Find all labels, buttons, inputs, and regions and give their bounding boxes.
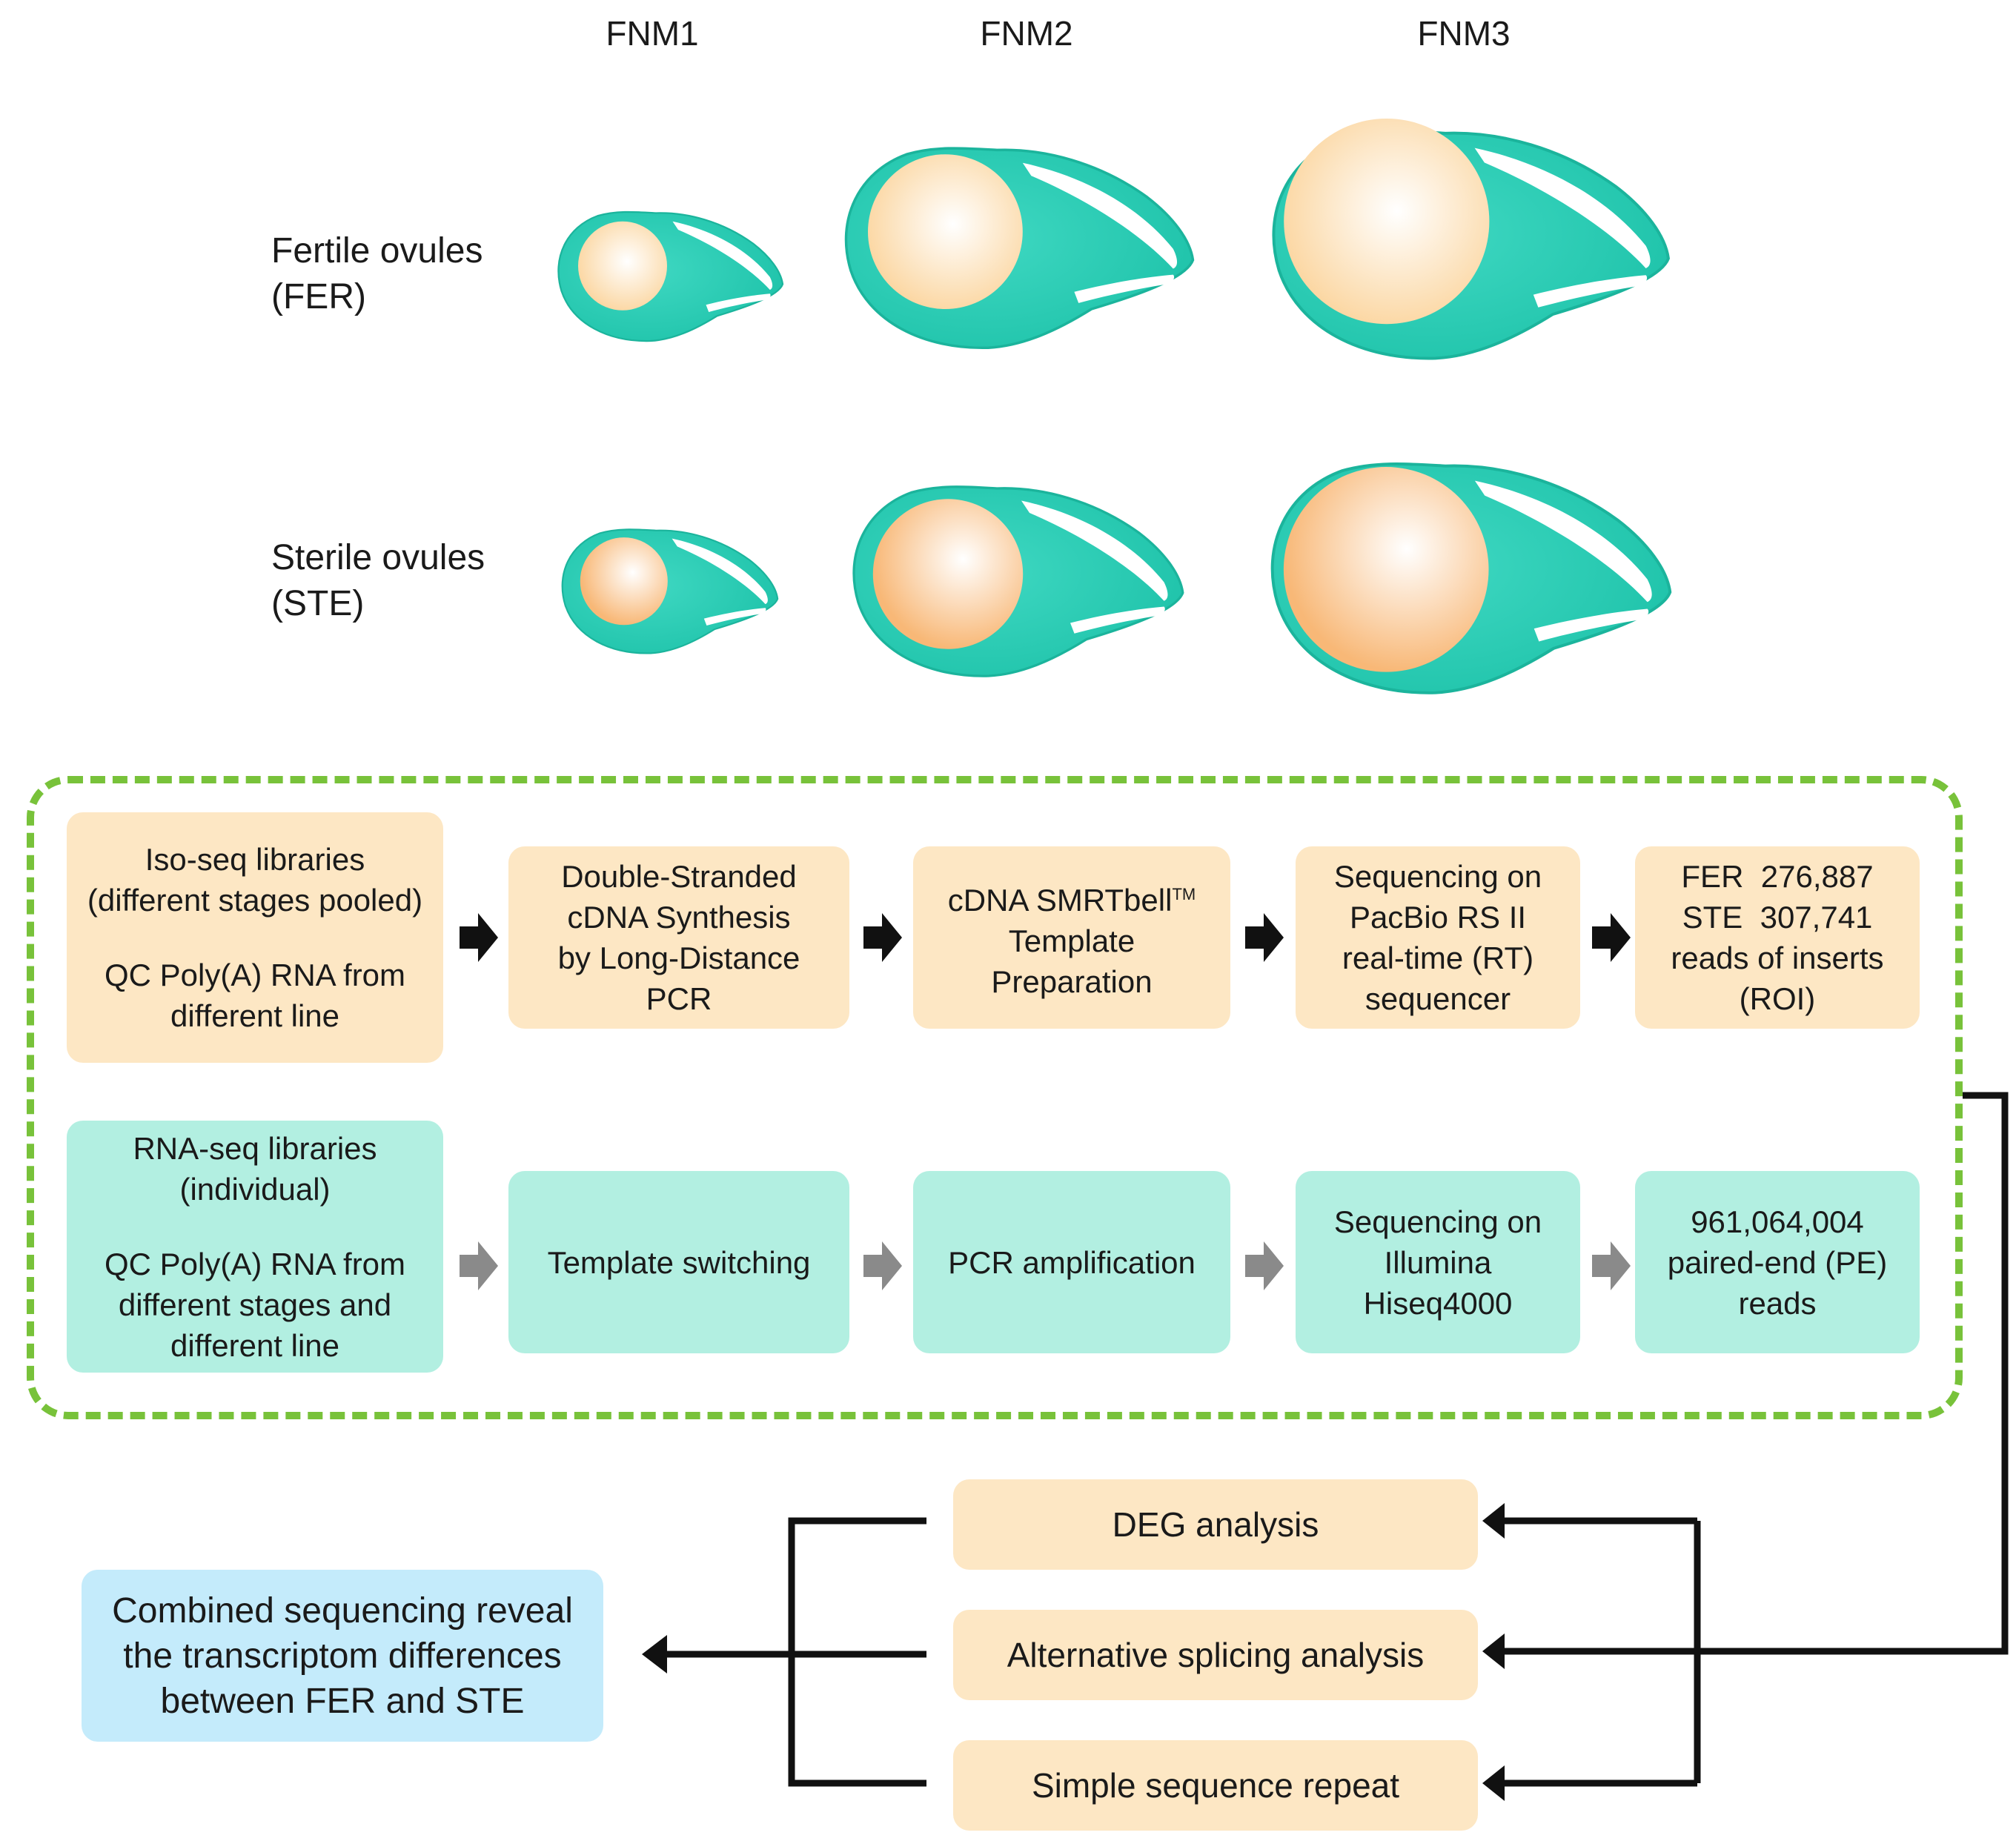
arrow-left-icon	[1482, 1765, 1505, 1801]
conclusion-box: Combined sequencing reveal the transcrip…	[82, 1570, 603, 1742]
rnaseq-libraries-box: RNA-seq libraries (individual) QC Poly(A…	[67, 1121, 443, 1373]
isoseq-libraries-box: Iso-seq libraries (different stages pool…	[67, 812, 443, 1063]
deg-analysis-box: DEG analysis	[953, 1479, 1478, 1570]
trademark-mark: TM	[1172, 884, 1196, 903]
result-ste-label: STE	[1682, 900, 1743, 935]
row-label-sterile-name: Sterile ovules	[271, 538, 485, 577]
ovule-fer-fnm2	[844, 147, 1195, 350]
analyses-arrowheads	[1482, 1503, 1505, 1801]
arrow-left-icon	[1482, 1503, 1505, 1539]
ovule-fer-fnm3	[1272, 119, 1670, 360]
analyses-to-conclusion-connector	[667, 1517, 926, 1787]
rnaseq-step-template-switching: Template switching	[508, 1171, 849, 1353]
isoseq-step-cdna-synthesis: Double-Stranded cDNA Synthesis by Long-D…	[508, 846, 849, 1029]
arrow-left-icon	[1482, 1633, 1505, 1669]
isoseq-step-pacbio: Sequencing on PacBio RS II real-time (RT…	[1296, 846, 1580, 1029]
ovule-ste-fnm2	[852, 485, 1184, 677]
result-ste-value: 307,741	[1760, 900, 1873, 935]
result-ste-line: STE 307,741	[1682, 897, 1873, 938]
row-label-sterile: Sterile ovules (STE)	[271, 535, 485, 627]
alternative-splicing-box: Alternative splicing analysis	[953, 1610, 1478, 1700]
ssr-box: Simple sequence repeat	[953, 1740, 1478, 1831]
isoseq-libraries-title: Iso-seq libraries (different stages pool…	[87, 842, 423, 918]
ovule-illustrations	[557, 119, 1672, 694]
isoseq-step-smrtbell: cDNA SMRTbellTM Template Preparation	[913, 846, 1230, 1029]
stage-label-fnm2: FNM2	[980, 14, 1073, 53]
result-fer-line: FER 276,887	[1681, 856, 1873, 897]
smrtbell-label: cDNA SMRTbell	[947, 882, 1173, 918]
result-roi-caption: reads of inserts (ROI)	[1671, 941, 1884, 1016]
stage-label-fnm1: FNM1	[606, 14, 699, 53]
result-fer-label: FER	[1681, 859, 1744, 894]
rnaseq-result-box: 961,064,004 paired-end (PE) reads	[1635, 1171, 1920, 1353]
isoseq-result-box: FER 276,887 STE 307,741 reads of inserts…	[1635, 846, 1920, 1029]
smrtbell-caption: Template Preparation	[991, 923, 1153, 999]
ovule-fer-fnm1	[557, 210, 784, 342]
row-label-fertile-abbr: (FER)	[271, 277, 366, 316]
row-label-fertile: Fertile ovules (FER)	[271, 228, 483, 320]
ovule-ste-fnm3	[1270, 462, 1672, 694]
isoseq-libraries-detail: QC Poly(A) RNA from different line	[104, 958, 406, 1033]
rnaseq-libraries-detail: QC Poly(A) RNA from different stages and…	[104, 1246, 406, 1363]
stage-label-fnm3: FNM3	[1417, 14, 1511, 53]
rnaseq-step-illumina: Sequencing on Illumina Hiseq4000	[1296, 1171, 1580, 1353]
row-label-sterile-abbr: (STE)	[271, 584, 365, 623]
result-fer-value: 276,887	[1760, 859, 1874, 894]
ovule-ste-fnm1	[561, 528, 779, 654]
row-label-fertile-name: Fertile ovules	[271, 231, 483, 271]
rnaseq-libraries-title: RNA-seq libraries (individual)	[133, 1130, 377, 1207]
rnaseq-step-pcr: PCR amplification	[913, 1171, 1230, 1353]
arrow-left-icon	[642, 1635, 667, 1674]
